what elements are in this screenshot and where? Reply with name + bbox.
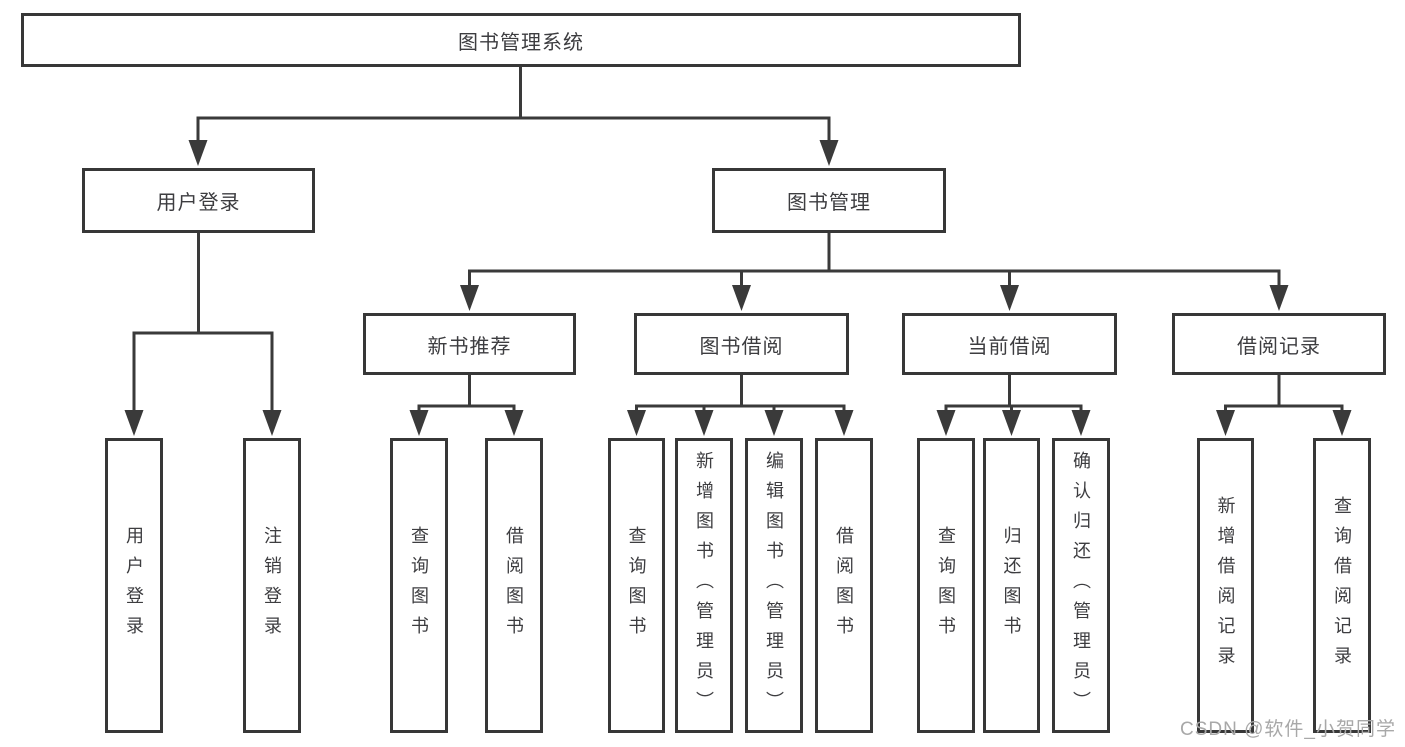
leaf-label: 新增图书（管理员） bbox=[694, 450, 714, 721]
leaf-label: 用户登录 bbox=[124, 525, 144, 646]
node-current-borrow: 当前借阅 bbox=[902, 313, 1117, 375]
leaf-label: 注销登录 bbox=[262, 525, 282, 646]
node-library-management-system: 图书管理系统 bbox=[21, 13, 1021, 67]
arrow-down-icon bbox=[1332, 410, 1352, 436]
arrow-down-icon bbox=[1000, 285, 1019, 311]
leaf-label: 编辑图书（管理员） bbox=[764, 450, 784, 721]
arrow-down-icon bbox=[1071, 410, 1091, 436]
leaf-query-borrow-record: 查询借阅记录 bbox=[1313, 438, 1371, 733]
arrow-down-icon bbox=[627, 410, 646, 436]
arrow-down-icon bbox=[262, 410, 282, 436]
leaf-confirm-return-admin: 确认归还（管理员） bbox=[1052, 438, 1110, 733]
leaf-logout: 注销登录 bbox=[243, 438, 301, 733]
leaf-label: 新增借阅记录 bbox=[1215, 495, 1236, 676]
arrow-down-icon bbox=[1269, 285, 1289, 311]
arrow-down-icon bbox=[694, 410, 714, 436]
leaf-label: 归还图书 bbox=[1001, 525, 1022, 646]
arrow-down-icon bbox=[188, 140, 208, 166]
arrow-down-icon bbox=[1216, 410, 1235, 436]
arrow-down-icon bbox=[834, 410, 854, 436]
node-borrow-record: 借阅记录 bbox=[1172, 313, 1386, 375]
leaf-return-books: 归还图书 bbox=[983, 438, 1040, 733]
leaf-add-borrow-record: 新增借阅记录 bbox=[1197, 438, 1254, 733]
leaf-query-books-1: 查询图书 bbox=[390, 438, 448, 733]
arrow-down-icon bbox=[819, 140, 839, 166]
node-book-borrow: 图书借阅 bbox=[634, 313, 849, 375]
arrow-down-icon bbox=[732, 285, 751, 311]
arrow-down-icon bbox=[1002, 410, 1021, 436]
leaf-label: 确认归还（管理员） bbox=[1071, 450, 1091, 721]
leaf-label: 借阅图书 bbox=[504, 525, 524, 646]
arrow-down-icon bbox=[936, 410, 956, 436]
leaf-borrow-books-1: 借阅图书 bbox=[485, 438, 543, 733]
node-new-book-recommend: 新书推荐 bbox=[363, 313, 576, 375]
arrow-down-icon bbox=[504, 410, 524, 436]
arrow-down-icons bbox=[124, 140, 1352, 436]
csdn-watermark: CSDN @软件_小贺同学 bbox=[1180, 719, 1396, 740]
leaf-user-login: 用户登录 bbox=[105, 438, 163, 733]
arrow-down-icon bbox=[409, 410, 429, 436]
leaf-borrow-books-2: 借阅图书 bbox=[815, 438, 873, 733]
node-book-management: 图书管理 bbox=[712, 168, 946, 233]
leaf-label: 借阅图书 bbox=[834, 525, 854, 646]
leaf-label: 查询图书 bbox=[936, 525, 956, 646]
leaf-label: 查询图书 bbox=[626, 525, 647, 646]
leaf-add-books-admin: 新增图书（管理员） bbox=[675, 438, 733, 733]
leaf-edit-books-admin: 编辑图书（管理员） bbox=[745, 438, 803, 733]
arrow-down-icon bbox=[124, 410, 144, 436]
leaf-query-books-3: 查询图书 bbox=[917, 438, 975, 733]
arrow-down-icon bbox=[460, 285, 479, 311]
node-user-login: 用户登录 bbox=[82, 168, 315, 233]
leaf-label: 查询图书 bbox=[409, 525, 429, 646]
leaf-query-books-2: 查询图书 bbox=[608, 438, 665, 733]
leaf-label: 查询借阅记录 bbox=[1332, 495, 1352, 676]
arrow-down-icon bbox=[764, 410, 784, 436]
